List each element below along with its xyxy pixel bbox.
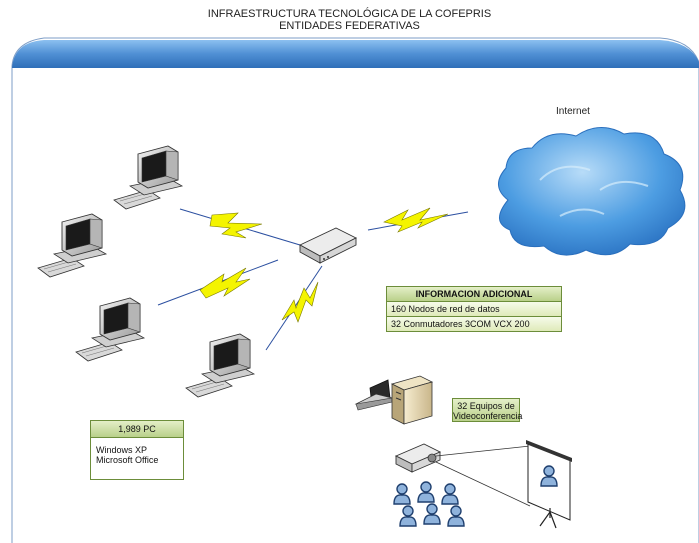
title-line-1: INFRAESTRUCTURA TECNOLÓGICA DE LA COFEPR… (207, 8, 492, 20)
internet-label: Internet (556, 106, 590, 117)
server-tower-icon (390, 375, 434, 425)
info-box-row: 160 Nodos de red de datos (387, 302, 561, 317)
internet-cloud-icon (498, 127, 686, 256)
videoconference-line-2: Videoconferencia (453, 411, 523, 421)
pc-count-header: 1,989 PC (91, 421, 183, 438)
laptop-icon (354, 379, 394, 411)
audience-people-icon (393, 481, 465, 527)
wireless-links (157, 207, 469, 351)
pc-count-box: 1,989 PC Windows XP Microsoft Office (90, 420, 184, 480)
videoconference-line-1: 32 Equipos de (457, 401, 515, 411)
computer-icon (75, 297, 145, 362)
network-switch-icon (299, 227, 358, 264)
computer-icon (113, 145, 183, 210)
computer-icon (185, 333, 255, 398)
diagram-title: INFRAESTRUCTURA TECNOLÓGICA DE LA COFEPR… (0, 8, 699, 32)
banner-frame (11, 37, 699, 543)
os-label: Windows XP (96, 445, 148, 455)
projection-screen-icon (526, 440, 572, 529)
info-box-row: 32 Conmutadores 3COM VCX 200 (387, 317, 561, 331)
office-label: Microsoft Office (96, 455, 159, 465)
computer-icon (37, 213, 107, 278)
title-line-2: ENTIDADES FEDERATIVAS (279, 20, 420, 32)
banner-header (12, 40, 699, 68)
additional-info-box: INFORMACION ADICIONAL 160 Nodos de red d… (386, 286, 562, 332)
videoconference-box: 32 Equipos de Videoconferencia (452, 398, 523, 422)
info-box-header: INFORMACION ADICIONAL (387, 287, 561, 302)
projector-icon (394, 443, 442, 473)
